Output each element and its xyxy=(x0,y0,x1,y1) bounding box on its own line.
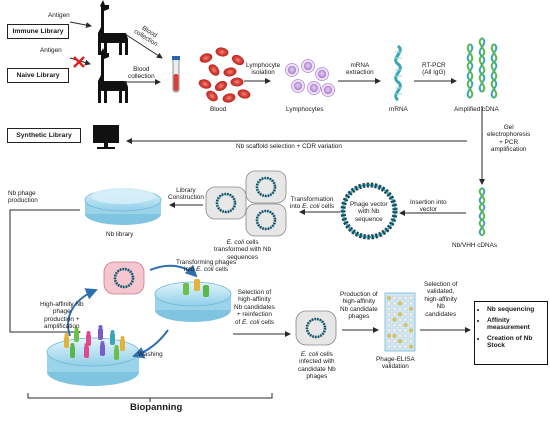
phage xyxy=(120,339,125,351)
plasmid-icon xyxy=(340,182,398,240)
library-synthetic: Synthetic Library xyxy=(7,128,81,143)
biopanning-title: Biopanning xyxy=(130,402,183,413)
llama-icon xyxy=(98,48,128,103)
monitor-icon xyxy=(93,125,119,149)
blood-tube-icon xyxy=(172,56,180,93)
blood-cell xyxy=(230,77,244,87)
mrna-strand xyxy=(394,44,402,102)
lymphocyte xyxy=(321,83,335,97)
ecoli-cell xyxy=(103,261,145,295)
phage xyxy=(84,346,89,358)
library-immune: Immune Library xyxy=(7,24,69,39)
outcome-item: Creation of Nb Stock xyxy=(487,335,544,350)
blood-cell xyxy=(223,67,237,77)
library-naive: Naive Library xyxy=(7,68,69,83)
ecoli-cell xyxy=(295,310,337,346)
phage xyxy=(110,333,115,345)
blood-cell xyxy=(198,79,212,89)
blood-cell xyxy=(222,93,236,103)
outcomes-box: Nb sequencing Affinity measurement Creat… xyxy=(474,301,548,365)
antigen-label: Antigen xyxy=(48,12,70,19)
phage xyxy=(70,346,75,358)
nb-library-label: Nb library xyxy=(106,231,134,238)
cycle-arrow xyxy=(149,264,198,278)
blood-label: Blood xyxy=(210,106,227,113)
lymphocytes-label: Lymphocytes xyxy=(286,106,324,113)
blood-cell xyxy=(237,89,251,99)
cross-icon xyxy=(73,56,85,68)
nb-scaffold-label: Nb scaffold selection + CDR variation xyxy=(236,143,342,150)
rtpcr-label: RT-PCR(All IgG) xyxy=(422,62,446,77)
petri-dish-icon xyxy=(154,279,232,322)
blood-cell xyxy=(206,90,218,102)
outcome-item: Nb sequencing xyxy=(487,306,544,314)
blood-cell xyxy=(214,80,228,92)
petri-dish-icon xyxy=(84,188,162,225)
elisa-plate-icon xyxy=(384,292,416,352)
amplified-cdna-label: Amplified cDNA xyxy=(454,106,499,113)
phage xyxy=(64,336,69,348)
antigen-label: Antigen xyxy=(40,47,62,54)
lymphocyte xyxy=(307,81,321,95)
phage xyxy=(86,334,91,346)
blood-cell xyxy=(199,53,213,63)
phage xyxy=(74,330,79,342)
amplified-cdna xyxy=(466,37,498,99)
ecoli-cells-group xyxy=(205,170,287,237)
nb-vhh-cdna xyxy=(478,187,486,237)
phage xyxy=(100,344,105,356)
blood-cell xyxy=(208,64,220,76)
mrna-label: mRNA xyxy=(389,106,408,113)
blood-cell xyxy=(215,47,229,57)
lymphocyte xyxy=(291,79,305,93)
lymphocyte xyxy=(285,63,299,77)
cycle-arrow xyxy=(132,329,169,359)
phage xyxy=(98,328,103,340)
lymphocytes xyxy=(285,59,335,97)
llama-icon xyxy=(98,0,128,55)
petri-dish-icon xyxy=(46,325,140,386)
blood-cell xyxy=(231,54,245,66)
outcome-item: Affinity measurement xyxy=(487,317,544,332)
phage xyxy=(114,348,119,360)
blood-cells xyxy=(198,47,251,103)
washing-label: Washing xyxy=(138,351,163,358)
cycle-arrow xyxy=(67,288,98,337)
lymphocyte xyxy=(301,59,315,73)
nb-vhh-cdnas-label: Nb/VHH cDNAs xyxy=(452,242,498,249)
lymphocyte xyxy=(315,67,329,81)
